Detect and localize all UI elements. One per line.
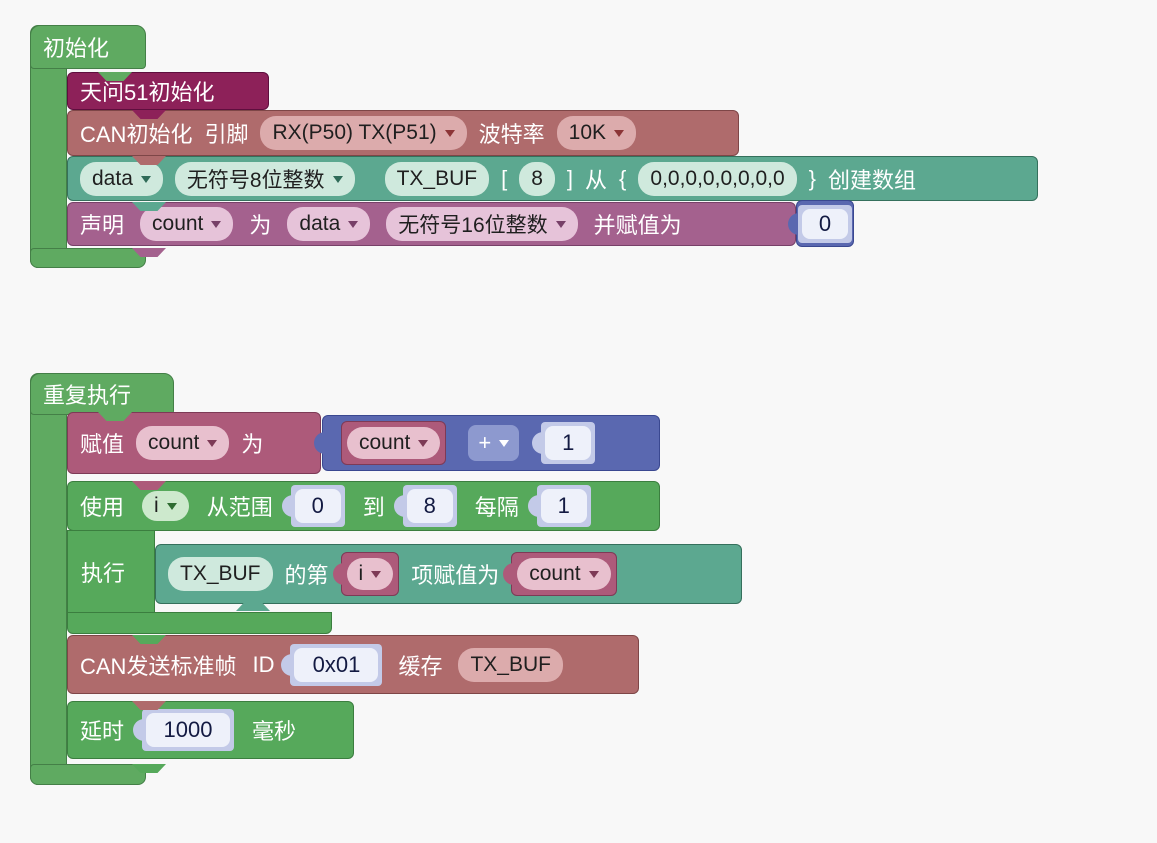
delay-block[interactable]: 延时 1000 毫秒 bbox=[67, 701, 354, 759]
dropdown-arrow-icon bbox=[555, 221, 566, 233]
delay-unit-label: 毫秒 bbox=[252, 719, 297, 744]
math-expression-block[interactable]: count + 1 bbox=[314, 415, 660, 471]
can-send-title: CAN发送标准帧 bbox=[80, 653, 237, 679]
operator-dropdown[interactable]: + bbox=[468, 425, 520, 461]
init-hat-foot[interactable] bbox=[30, 248, 146, 268]
can-send-id-label: ID bbox=[252, 651, 275, 677]
array-action-label: 创建数组 bbox=[828, 167, 917, 193]
declare-value-block[interactable]: 0 bbox=[788, 200, 854, 247]
for-use-label: 使用 bbox=[80, 495, 125, 520]
assign-block[interactable]: 赋值 count 为 bbox=[67, 412, 321, 474]
value-tab bbox=[281, 653, 293, 676]
dropdown-arrow-icon bbox=[444, 130, 455, 142]
set-index-label: 的第 bbox=[284, 563, 329, 588]
declare-as-label: 为 bbox=[249, 213, 272, 238]
dropdown-arrow-icon bbox=[348, 221, 359, 233]
can-send-buf-field[interactable]: TX_BUF bbox=[458, 647, 563, 682]
value-tab bbox=[332, 563, 344, 585]
declare-assign-label: 并赋值为 bbox=[593, 213, 682, 238]
can-pin-label: 引脚 bbox=[204, 122, 249, 147]
value-tab bbox=[527, 495, 539, 517]
can-send-block[interactable]: CAN发送标准帧 ID 0x01 缓存 TX_BUF bbox=[67, 635, 639, 694]
expr-right-number-shadow[interactable]: 1 bbox=[532, 422, 596, 464]
assign-as-label: 为 bbox=[241, 432, 264, 457]
array-values-field[interactable]: 0,0,0,0,0,0,0,0 bbox=[638, 161, 797, 196]
dropdown-arrow-icon bbox=[588, 571, 599, 583]
declare-keyword: 声明 bbox=[80, 213, 125, 238]
loop-hat-spine[interactable] bbox=[30, 373, 67, 785]
dropdown-arrow-icon bbox=[166, 503, 177, 515]
dropdown-arrow-icon bbox=[499, 440, 510, 452]
loop-var-dropdown[interactable]: i bbox=[142, 491, 189, 521]
dropdown-arrow-icon bbox=[140, 175, 151, 188]
tianwen51-init-label: 天问51初始化 bbox=[80, 80, 215, 105]
array-lbrace: { bbox=[619, 165, 627, 191]
dropdown-arrow-icon bbox=[371, 571, 382, 583]
array-set-item-block[interactable]: TX_BUF 的第 i 项赋值为 count bbox=[155, 544, 742, 604]
value-tab bbox=[314, 432, 325, 454]
array-rbracket: ] bbox=[566, 165, 574, 191]
loop-hat-foot[interactable] bbox=[30, 764, 146, 785]
array-lbracket: [ bbox=[501, 165, 508, 191]
for-range-label: 从范围 bbox=[206, 495, 273, 520]
array-size-field[interactable]: 8 bbox=[519, 161, 555, 196]
delay-keyword: 延时 bbox=[80, 719, 125, 744]
value-tab bbox=[788, 212, 799, 235]
array-create-block[interactable]: data 无符号8位整数 TX_BUF [ 8 ] 从 { 0,0,0,0,0,… bbox=[67, 156, 1038, 201]
can-baud-dropdown[interactable]: 10K bbox=[556, 116, 637, 150]
can-send-buf-label: 缓存 bbox=[398, 653, 443, 679]
declare-var-dropdown[interactable]: count bbox=[140, 207, 234, 241]
can-init-block[interactable]: CAN初始化 引脚 RX(P50) TX(P51) 波特率 10K bbox=[67, 110, 739, 156]
for-do-label: 执行 bbox=[81, 561, 126, 586]
array-from-label: 从 bbox=[585, 167, 608, 193]
var-declare-block[interactable]: 声明 count 为 data 无符号16位整数 并赋值为 bbox=[67, 202, 796, 246]
can-baud-label: 波特率 bbox=[478, 122, 545, 147]
value-tab bbox=[532, 432, 544, 454]
init-hat-block[interactable]: 初始化 bbox=[30, 25, 146, 69]
array-scope-dropdown[interactable]: data bbox=[80, 161, 163, 196]
loop-hat-block[interactable]: 重复执行 bbox=[30, 373, 174, 415]
dropdown-arrow-icon bbox=[332, 175, 343, 188]
loop-hat-label: 重复执行 bbox=[43, 383, 132, 408]
can-pin-dropdown[interactable]: RX(P50) TX(P51) bbox=[260, 116, 467, 150]
array-rbrace: } bbox=[808, 165, 817, 191]
for-bottom-rail[interactable] bbox=[67, 612, 332, 634]
for-step-label: 每隔 bbox=[474, 495, 519, 520]
for-step-shadow[interactable]: 1 bbox=[527, 485, 591, 527]
array-type-dropdown[interactable]: 无符号8位整数 bbox=[174, 161, 355, 196]
value-variable-block[interactable]: count bbox=[503, 552, 617, 596]
for-do-column[interactable]: 执行 bbox=[67, 530, 155, 614]
for-loop-block[interactable]: 使用 i 从范围 0 到 8 每隔 1 bbox=[67, 481, 660, 531]
can-id-shadow[interactable]: 0x01 bbox=[281, 643, 383, 686]
for-to-shadow[interactable]: 8 bbox=[393, 485, 457, 527]
set-array-field[interactable]: TX_BUF bbox=[168, 557, 273, 591]
declare-scope-dropdown[interactable]: data bbox=[287, 207, 371, 241]
tianwen51-init-block[interactable]: 天问51初始化 bbox=[67, 72, 269, 110]
array-name-field[interactable]: TX_BUF bbox=[384, 161, 490, 196]
for-from-shadow[interactable]: 0 bbox=[281, 485, 345, 527]
dropdown-arrow-icon bbox=[614, 130, 625, 142]
delay-ms-shadow[interactable]: 1000 bbox=[133, 709, 235, 751]
dropdown-arrow-icon bbox=[207, 440, 218, 452]
value-tab bbox=[503, 563, 515, 585]
set-assign-label: 项赋值为 bbox=[411, 563, 500, 588]
dropdown-arrow-icon bbox=[211, 221, 222, 233]
value-tab bbox=[393, 495, 405, 517]
dropdown-arrow-icon bbox=[418, 440, 429, 452]
assign-var-dropdown[interactable]: count bbox=[136, 426, 230, 460]
declare-type-dropdown[interactable]: 无符号16位整数 bbox=[386, 207, 578, 241]
value-tab bbox=[281, 495, 293, 517]
init-hat-label: 初始化 bbox=[43, 36, 110, 61]
index-variable-block[interactable]: i bbox=[332, 552, 400, 596]
for-to-label: 到 bbox=[362, 495, 385, 520]
can-init-title: CAN初始化 bbox=[80, 122, 193, 147]
declare-value-shadow[interactable]: 0 bbox=[798, 204, 852, 243]
expr-left-variable-block[interactable]: count bbox=[341, 421, 447, 465]
assign-keyword: 赋值 bbox=[80, 432, 125, 457]
value-tab bbox=[133, 719, 145, 741]
